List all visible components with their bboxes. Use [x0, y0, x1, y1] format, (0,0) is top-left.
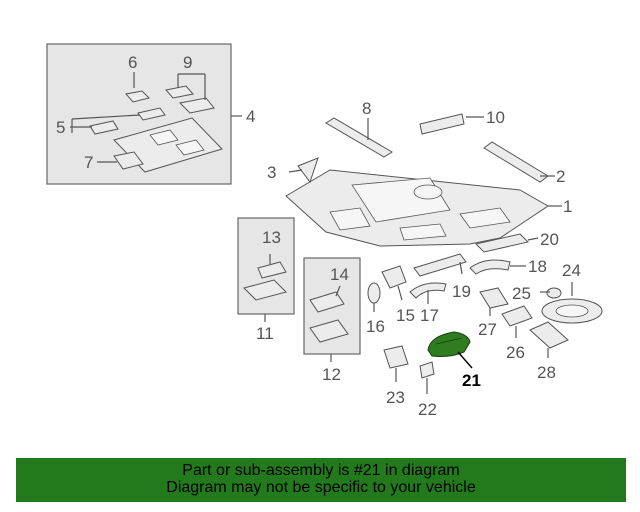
leader-lines — [264, 116, 573, 394]
part-8-rail[interactable] — [325, 117, 393, 158]
callout-23[interactable]: 23 — [386, 388, 405, 407]
parts-diagram: 6 9 5 7 4 8 10 3 2 1 20 13 11 14 12 18 2… — [46, 43, 603, 419]
visor-box-11 — [237, 217, 295, 315]
callout-10[interactable]: 10 — [486, 108, 505, 127]
part-3-shape[interactable] — [297, 157, 319, 184]
part-19-shape[interactable] — [413, 253, 467, 277]
callout-20[interactable]: 20 — [540, 230, 559, 249]
callout-13[interactable]: 13 — [262, 228, 281, 247]
part-20-shape[interactable] — [475, 233, 529, 253]
part-13-shape[interactable] — [257, 261, 287, 279]
inset-box-headliner-assembly — [46, 43, 242, 185]
callout-24[interactable]: 24 — [562, 261, 581, 280]
part-15-shape[interactable] — [381, 265, 407, 289]
part-22-shape[interactable] — [419, 361, 435, 379]
callout-28[interactable]: 28 — [537, 363, 556, 382]
callout-5[interactable]: 5 — [56, 118, 65, 137]
callout-3[interactable]: 3 — [267, 163, 276, 182]
callout-8[interactable]: 8 — [362, 99, 371, 118]
callout-1[interactable]: 1 — [563, 197, 572, 216]
visor-11-shape[interactable] — [243, 279, 287, 301]
callout-27[interactable]: 27 — [478, 320, 497, 339]
callout-25[interactable]: 25 — [512, 284, 531, 303]
callout-16[interactable]: 16 — [366, 317, 385, 336]
part-2-rail[interactable] — [483, 141, 549, 183]
callout-9[interactable]: 9 — [183, 53, 192, 72]
callout-12[interactable]: 12 — [322, 365, 341, 384]
part-23-shape[interactable] — [383, 345, 409, 369]
callout-4[interactable]: 4 — [246, 107, 255, 126]
callout-2[interactable]: 2 — [556, 167, 565, 186]
callout-14[interactable]: 14 — [330, 265, 349, 284]
info-banner: Part or sub-assembly is #21 in diagram D… — [16, 458, 626, 502]
part-27-shape[interactable] — [479, 287, 509, 309]
part-9-shape[interactable] — [165, 85, 215, 114]
callout-6[interactable]: 6 — [128, 53, 137, 72]
part-24-shape[interactable] — [541, 298, 603, 324]
banner-line-1: Part or sub-assembly is #21 in diagram — [182, 462, 460, 479]
callout-19[interactable]: 19 — [452, 282, 471, 301]
part-10-shape[interactable] — [419, 113, 465, 135]
part-21-shape-highlighted[interactable] — [427, 331, 471, 357]
callout-26[interactable]: 26 — [506, 343, 525, 362]
part-5-shape[interactable] — [89, 107, 166, 135]
callout-15[interactable]: 15 — [396, 306, 415, 325]
visor-box-12 — [303, 257, 361, 355]
part-14-shape[interactable] — [309, 291, 345, 313]
part-25-shape[interactable] — [546, 287, 562, 299]
part-1-headliner[interactable] — [285, 169, 549, 247]
callout-7[interactable]: 7 — [84, 153, 93, 172]
part-16-shape[interactable] — [367, 282, 381, 304]
callout-21-highlighted[interactable]: 21 — [462, 371, 481, 390]
callout-22[interactable]: 22 — [418, 400, 437, 419]
callout-11[interactable]: 11 — [256, 324, 274, 343]
callouts: 6 9 5 7 4 8 10 3 2 1 20 13 11 14 12 18 2… — [56, 53, 581, 419]
part-18-shape[interactable] — [469, 259, 511, 275]
part-7-shape[interactable] — [113, 151, 144, 170]
banner-line-2: Diagram may not be specific to your vehi… — [166, 479, 476, 496]
part-28-shape[interactable] — [529, 321, 569, 349]
part-26-shape[interactable] — [501, 305, 533, 327]
visor-12-shape[interactable] — [309, 319, 349, 343]
callout-17[interactable]: 17 — [420, 306, 439, 325]
callout-18[interactable]: 18 — [528, 257, 547, 276]
part-6-shape[interactable] — [125, 90, 150, 103]
